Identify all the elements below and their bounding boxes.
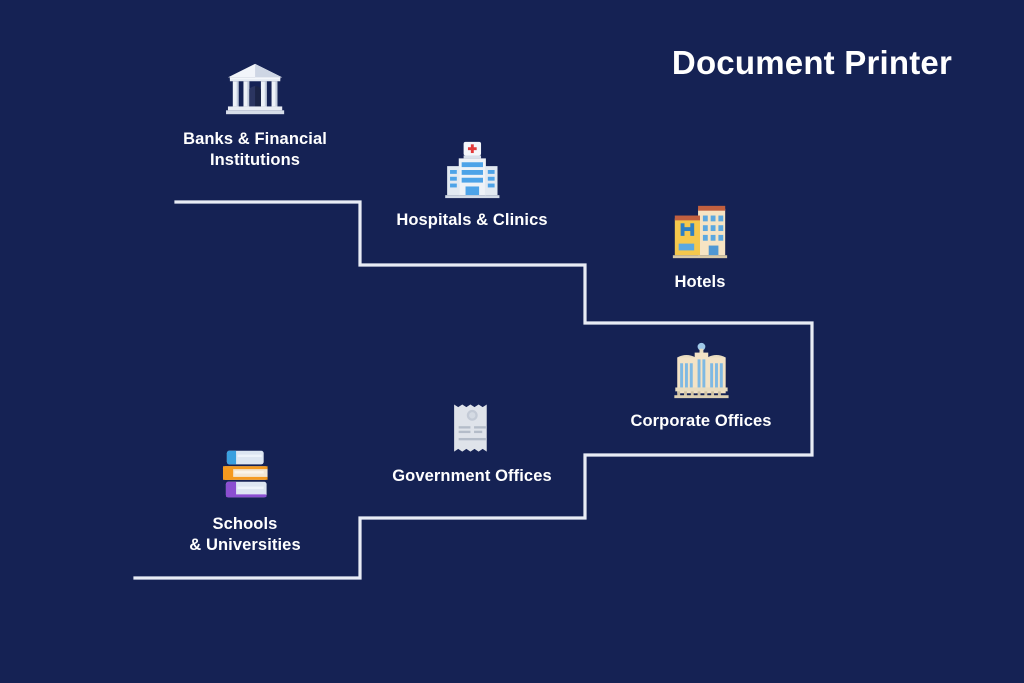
node-label-schools: Schools & Universities (189, 515, 301, 554)
node-label-banks: Banks & Financial Institutions (183, 130, 327, 169)
node-label-corporate: Corporate Offices (630, 412, 772, 430)
stacked-books-icon (214, 443, 276, 505)
node-corporate[interactable]: Corporate Offices (630, 340, 771, 432)
node-hotels[interactable]: Hotels (669, 201, 731, 293)
node-banks[interactable]: Banks & Financial Institutions (183, 58, 327, 171)
page-title: Document Printer (671, 44, 952, 81)
hotel-building-icon (669, 201, 731, 263)
node-schools[interactable]: Schools & Universities (189, 443, 301, 556)
node-label-hotels: Hotels (674, 273, 726, 291)
node-government[interactable]: Government Offices (392, 399, 552, 487)
node-hospitals[interactable]: Hospitals & Clinics (396, 139, 548, 231)
bank-building-icon (224, 58, 286, 120)
office-building-icon (670, 340, 732, 402)
node-label-government: Government Offices (392, 467, 552, 485)
node-label-hospitals: Hospitals & Clinics (396, 211, 548, 229)
hospital-building-icon (441, 139, 503, 201)
receipt-document-icon (443, 399, 501, 457)
